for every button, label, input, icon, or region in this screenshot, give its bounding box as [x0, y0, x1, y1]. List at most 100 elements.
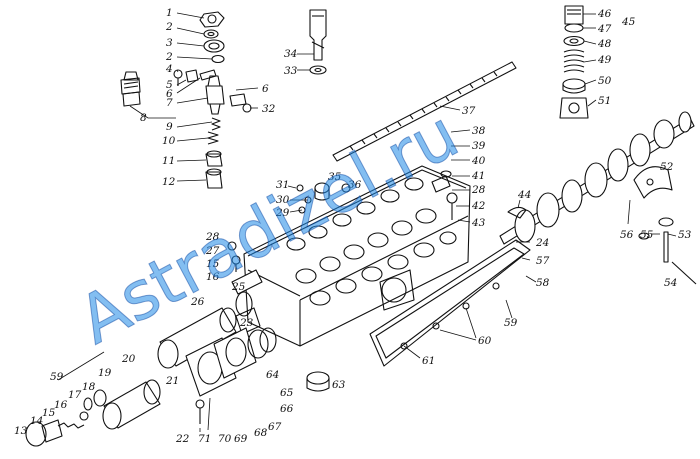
part-spring-9 — [211, 117, 221, 131]
part-bolts-27-28 — [227, 241, 241, 272]
label-part: 38 — [472, 125, 486, 137]
label-part: 31 — [276, 179, 289, 191]
label-part: 52 — [660, 161, 674, 173]
label-part: 56 — [620, 229, 634, 241]
label-part: 12 — [162, 176, 176, 188]
label-part: 70 — [218, 433, 232, 445]
part-union-8 — [120, 71, 141, 107]
label-part: 28 — [205, 231, 220, 243]
pump-housing — [243, 165, 471, 347]
label-part: 57 — [536, 255, 550, 267]
label-part: 32 — [262, 103, 276, 115]
label-part: 16 — [54, 399, 68, 411]
label-part: 71 — [198, 433, 211, 445]
label-part: 66 — [280, 403, 294, 415]
label-part: 64 — [266, 369, 279, 381]
part-housing-15-21 — [157, 307, 237, 369]
label-part: 43 — [471, 217, 486, 229]
label-part: 35 — [328, 171, 342, 183]
part-screw-4 — [173, 69, 183, 86]
label-part: 25 — [231, 281, 246, 293]
leader-lines — [57, 12, 677, 432]
label-part: 58 — [536, 277, 550, 289]
label-part: 55 — [640, 229, 654, 241]
part-washer-2 — [203, 29, 219, 39]
label-part: 6 — [262, 83, 269, 95]
label-part: 22 — [175, 433, 190, 445]
label-part: 40 — [471, 155, 486, 167]
label-part: 42 — [471, 200, 486, 212]
label-part: 13 — [14, 425, 28, 437]
part-bolt-70 — [195, 399, 205, 424]
part-spring-10 — [207, 131, 219, 145]
label-part: 6 — [166, 88, 173, 100]
part-bearing-cap-52 — [633, 166, 673, 199]
label-part: 69 — [234, 433, 248, 445]
part-clip-6b — [229, 93, 247, 107]
label-part: 67 — [268, 421, 282, 433]
part-rack-37 — [332, 61, 517, 162]
part-nut-1 — [199, 11, 225, 28]
label-part: 30 — [276, 194, 290, 206]
label-part: 39 — [472, 140, 486, 152]
label-part: 36 — [348, 179, 362, 191]
part-tappet-51 — [559, 97, 589, 119]
part-cup-46 — [564, 5, 584, 25]
label-part: 48 — [597, 38, 612, 50]
label-part: 59 — [50, 371, 64, 383]
part-seat-50 — [562, 78, 586, 94]
label-part: 18 — [82, 381, 96, 393]
part-key-6 — [199, 69, 217, 81]
label-part: 7 — [166, 97, 173, 109]
label-part: 27 — [205, 245, 220, 257]
part-valve-7 — [205, 75, 225, 115]
label-part: 15 — [42, 407, 56, 419]
label-part: 51 — [598, 95, 611, 107]
part-washer-48 — [563, 35, 585, 47]
label-part: 68 — [254, 427, 268, 439]
label-part: 21 — [165, 375, 179, 387]
label-part: 33 — [284, 65, 298, 77]
label-part: 3 — [166, 37, 173, 49]
label-part: 24 — [535, 237, 549, 249]
part-plate-5 — [185, 69, 199, 83]
label-part: 20 — [121, 353, 136, 365]
part-ring-47 — [564, 23, 584, 33]
label-part: 29 — [275, 207, 290, 219]
label-part: 15 — [206, 258, 220, 270]
part-spring-49 — [563, 49, 585, 73]
label-part: 11 — [162, 155, 175, 167]
label-part: 60 — [478, 335, 492, 347]
part-ring-3 — [203, 39, 225, 53]
label-part: 46 — [597, 8, 612, 20]
label-part: 16 — [206, 271, 220, 283]
label-part: 44 — [517, 189, 531, 201]
part-screw-53-54 — [638, 217, 697, 285]
part-fitting-35-36 — [314, 182, 351, 201]
part-key-44 — [507, 206, 527, 219]
label-part: 47 — [597, 23, 612, 35]
label-part: 1 — [166, 7, 173, 19]
part-washer-2b — [211, 54, 225, 64]
part-bolt-32 — [242, 103, 252, 113]
label-part: 23 — [239, 317, 254, 329]
part-number-labels: 1 2 3 2 4 5 6 7 8 9 10 11 12 6 32 34 33 … — [14, 7, 692, 445]
part-plug-12 — [205, 168, 223, 189]
label-part: 8 — [140, 112, 147, 124]
part-drive-19-22 — [83, 379, 161, 430]
label-part: 54 — [664, 277, 677, 289]
label-part: 50 — [598, 75, 612, 87]
label-part: 10 — [162, 135, 176, 147]
drawing — [25, 5, 697, 447]
part-plunger-34 — [309, 9, 327, 61]
label-part: 59 — [504, 317, 518, 329]
label-part: 28 — [471, 184, 486, 196]
label-part: 26 — [190, 296, 205, 308]
label-part: 61 — [422, 355, 435, 367]
label-part: 45 — [621, 16, 636, 28]
label-part: 9 — [166, 121, 173, 133]
label-part: 4 — [165, 63, 173, 75]
part-camshaft-56 — [499, 111, 695, 245]
